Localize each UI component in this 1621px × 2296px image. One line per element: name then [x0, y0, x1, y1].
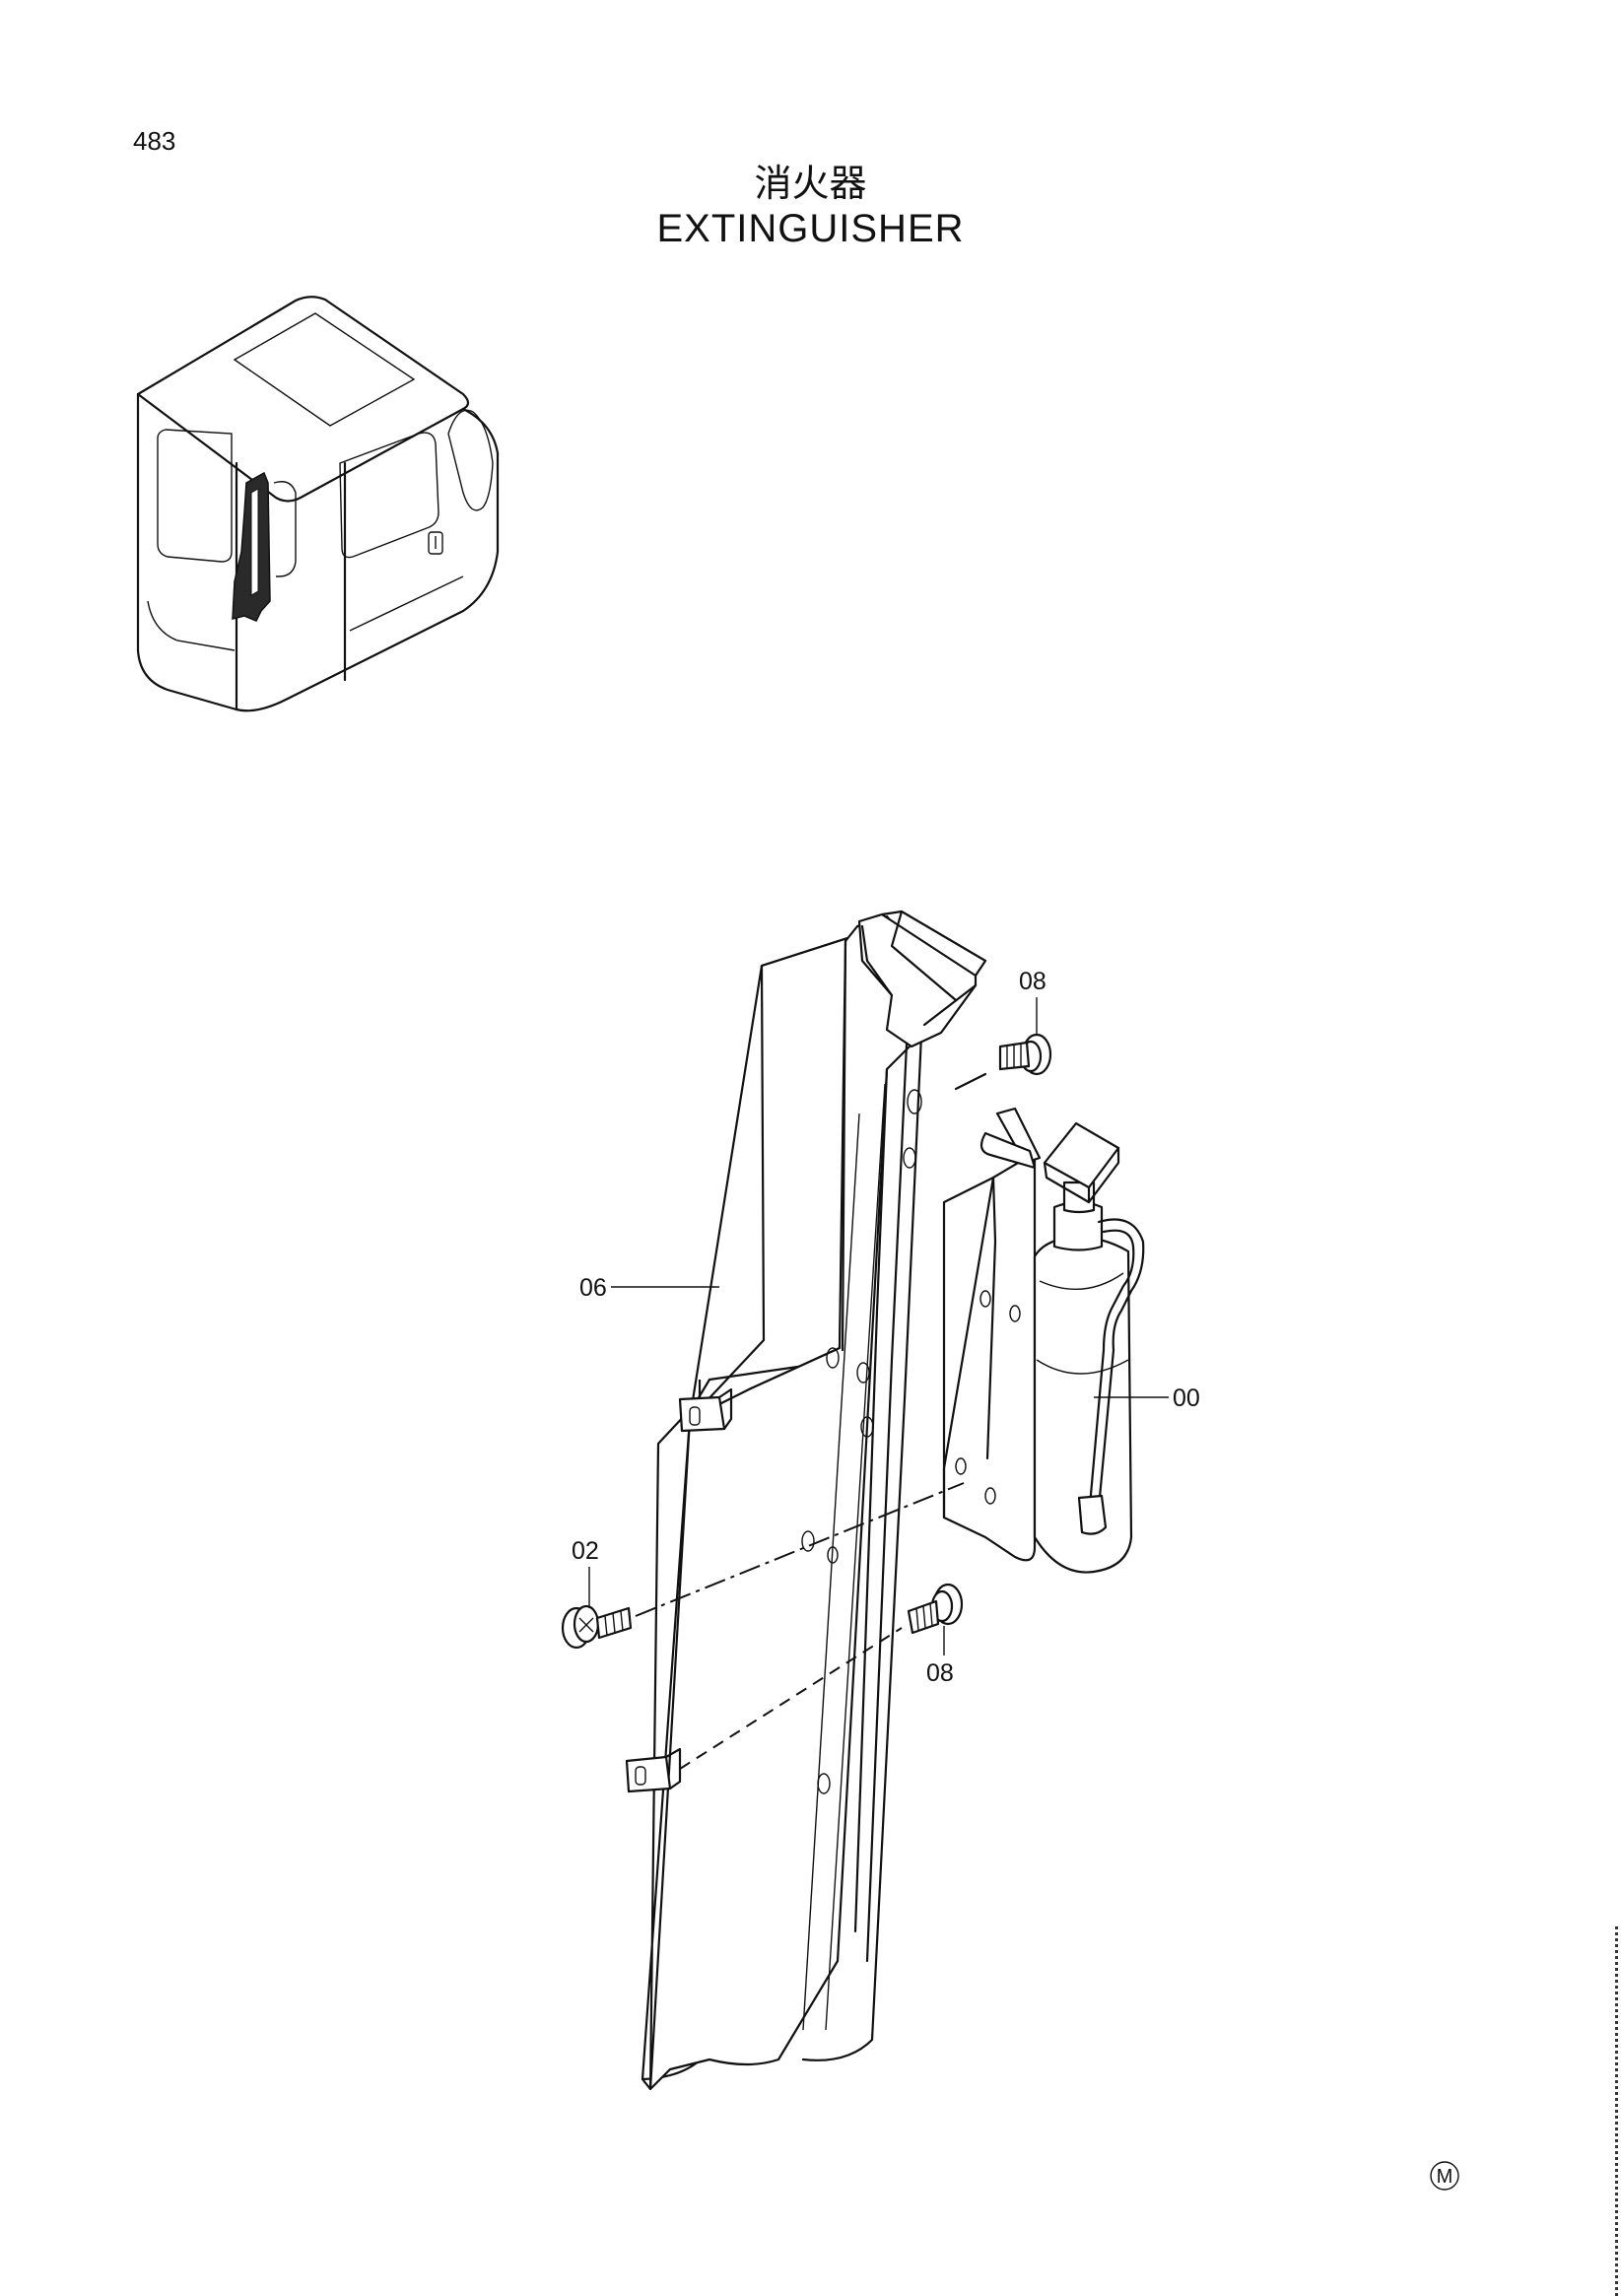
cab-overview-illustration [136, 296, 500, 712]
svg-text:M: M [1437, 2166, 1453, 2188]
page-number: 483 [133, 126, 176, 156]
part-06-channel [648, 910, 987, 2091]
callout-08-top: 08 [1019, 968, 1047, 995]
callout-06: 06 [579, 1274, 607, 1302]
binding-edge-rule [1615, 1926, 1621, 2296]
part-00-extinguisher [942, 1107, 1145, 1574]
leader-lines [588, 997, 1169, 1655]
circled-m-mark: M [1430, 2161, 1459, 2191]
part-08-bolt-bottom [907, 1583, 964, 1635]
assembly-lines [635, 1482, 965, 1770]
part-02-screw [561, 1604, 633, 1650]
clip-lower [625, 1747, 682, 1793]
callout-08-bottom: 08 [926, 1659, 954, 1687]
callout-00: 00 [1173, 1384, 1200, 1412]
diagram-title-cn: 消火器 [754, 162, 867, 205]
callout-02: 02 [572, 1537, 599, 1565]
clip-upper [678, 1387, 733, 1433]
diagram-title-en: EXTINGUISHER [656, 207, 965, 250]
part-08-bolt-top [954, 1033, 1052, 1091]
